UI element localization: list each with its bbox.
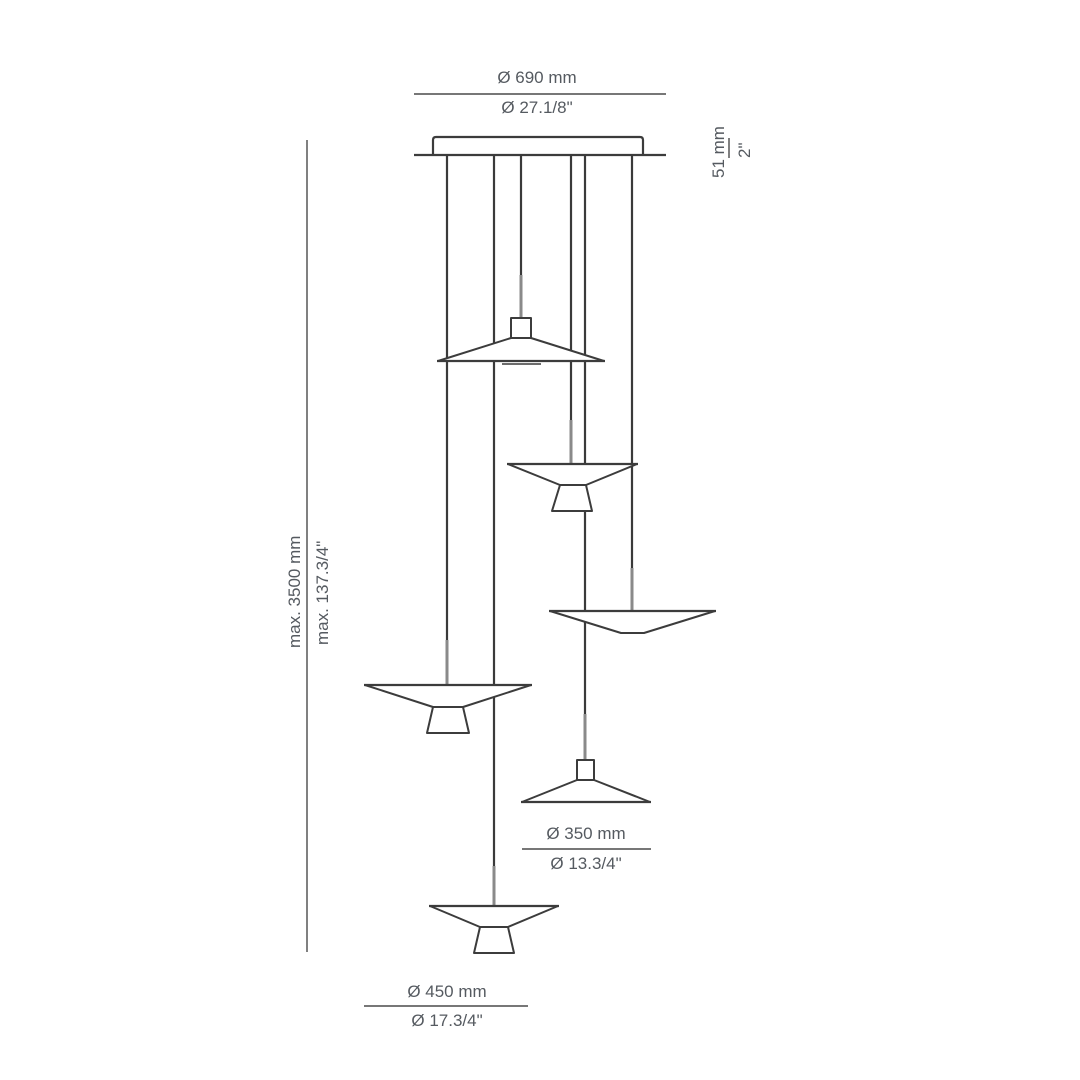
- cables: [445, 155, 634, 906]
- pendant-bowl-bottom: [429, 904, 559, 954]
- canopy-height-in: 2": [735, 142, 754, 159]
- overall-height-in: max. 137.3/4": [313, 540, 332, 645]
- pendant-bowl-left: [364, 683, 532, 734]
- canopy-height-mm: 51 mm: [709, 126, 728, 178]
- pendant-flat-cone-top: [437, 317, 605, 365]
- pendant-dish-right: [549, 609, 716, 634]
- pendant-flat-cone-lower: [521, 759, 651, 804]
- large-shade-diameter-in: Ø 17.3/4": [411, 1011, 483, 1030]
- canopy-diameter-in: Ø 27.1/8": [501, 98, 573, 117]
- small-shade-diameter-in: Ø 13.3/4": [550, 854, 622, 873]
- canopy-diameter-mm: Ø 690 mm: [497, 68, 577, 87]
- small-shade-diameter-mm: Ø 350 mm: [546, 824, 626, 843]
- canopy: [414, 135, 666, 157]
- overall-height-mm: max. 3500 mm: [285, 535, 304, 648]
- large-shade-diameter-mm: Ø 450 mm: [407, 982, 487, 1001]
- pendant-bowl-middle: [507, 462, 638, 512]
